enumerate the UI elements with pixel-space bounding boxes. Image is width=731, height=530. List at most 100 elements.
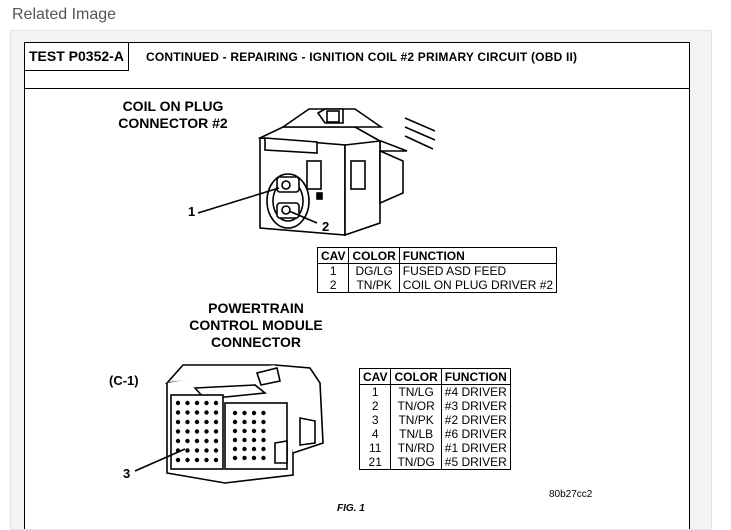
- figure-code: 80b27cc2: [549, 489, 593, 500]
- pcm-pin: [213, 457, 219, 463]
- pcm-label-line-2: CONTROL MODULE: [189, 317, 323, 333]
- cav-cell: 2: [316, 278, 350, 293]
- pcm-pin: [261, 410, 266, 416]
- pcm-pin: [194, 448, 200, 453]
- coil-label-line-2: CONNECTOR #2: [118, 115, 228, 131]
- color-cell: TN/OR: [390, 399, 442, 413]
- pcm-pin: [185, 410, 190, 415]
- pcm-pin: [185, 438, 190, 444]
- function-cell: #6 DRIVER: [440, 427, 511, 441]
- color-cell: TN/PK: [390, 413, 442, 427]
- pcm-pin: [242, 419, 247, 425]
- cav-cell: 11: [358, 441, 392, 455]
- pcm-pin: [194, 419, 200, 425]
- function-cell: COIL ON PLUG DRIVER #2: [398, 278, 558, 293]
- pcm-pin: [213, 419, 219, 425]
- coil-connector-table: CAV COLOR FUNCTION 1 DG/LG FUSED ASD FEE…: [316, 247, 558, 293]
- pcm-pin: [232, 437, 238, 443]
- pcm-pin: [251, 410, 257, 416]
- pcm-pin: [232, 455, 238, 461]
- pcm-pin: [251, 437, 257, 443]
- cav-cell: 1: [358, 384, 392, 399]
- function-cell: #1 DRIVER: [440, 441, 511, 455]
- pcm-pin: [185, 400, 190, 406]
- coil-callout-leaders: [197, 187, 318, 224]
- test-id: TEST P0352-A: [25, 43, 129, 71]
- coil-connector-label: COIL ON PLUG CONNECTOR #2: [109, 98, 237, 132]
- pcm-pin: [185, 419, 190, 425]
- pcm-pin: [242, 446, 247, 452]
- pcm-pin: [185, 448, 190, 453]
- pcm-label-line-1: POWERTRAIN: [208, 300, 304, 316]
- pcm-pin: [242, 410, 247, 416]
- table-row: 1 DG/LG FUSED ASD FEED: [316, 263, 558, 278]
- cav-cell: 21: [358, 455, 392, 470]
- pcm-pin: [251, 428, 257, 434]
- pcm-pin: [213, 448, 219, 453]
- pcm-pin: [185, 429, 190, 434]
- function-cell: #4 DRIVER: [440, 384, 511, 399]
- function-cell: #2 DRIVER: [440, 413, 511, 427]
- color-cell: TN/LG: [390, 384, 442, 399]
- pcm-pin: [175, 410, 181, 415]
- pcm-pin-grid: [175, 400, 266, 463]
- coil-label-line-1: COIL ON PLUG: [122, 98, 224, 114]
- pcm-pin: [194, 457, 200, 463]
- table-row: 2 TN/PK COIL ON PLUG DRIVER #2: [316, 278, 558, 293]
- column-header: COLOR: [390, 368, 442, 385]
- color-cell: TN/DG: [390, 455, 442, 470]
- pcm-pin: [261, 437, 266, 443]
- table-row: 3 TN/PK #2 DRIVER: [358, 413, 511, 427]
- table-row: 2 TN/OR #3 DRIVER: [358, 399, 511, 413]
- diagram-header: TEST P0352-A CONTINUED - REPAIRING - IGN…: [25, 43, 689, 89]
- pcm-pin: [261, 455, 266, 461]
- pcm-pin: [213, 438, 219, 444]
- pcm-pin: [213, 429, 219, 434]
- pcm-pin: [175, 438, 181, 444]
- pcm-pin: [204, 438, 209, 444]
- callout-1: 1: [188, 204, 196, 219]
- column-header: FUNCTION: [440, 368, 511, 385]
- function-cell: #5 DRIVER: [440, 455, 511, 470]
- callout-2: 2: [322, 219, 330, 234]
- pcm-pin: [194, 438, 200, 444]
- pcm-pin: [261, 446, 266, 452]
- pcm-pin: [213, 410, 219, 415]
- color-cell: TN/RD: [390, 441, 442, 455]
- header-title: CONTINUED - REPAIRING - IGNITION COIL #2…: [146, 50, 578, 64]
- related-image-heading: Related Image: [12, 6, 117, 23]
- pcm-table-header: CAV COLOR FUNCTION: [358, 368, 511, 385]
- pcm-pin: [175, 419, 181, 425]
- figure-label: FIG. 1: [337, 503, 365, 514]
- pcm-pin: [194, 400, 200, 406]
- pcm-pin: [242, 428, 247, 434]
- pcm-pin: [204, 429, 209, 434]
- table-row: 1 TN/LG #4 DRIVER: [358, 384, 511, 399]
- cav-cell: 3: [358, 413, 392, 427]
- pcm-pin: [204, 448, 209, 453]
- color-cell: TN/PK: [348, 278, 400, 293]
- pcm-pin: [213, 400, 219, 406]
- color-cell: DG/LG: [348, 263, 400, 278]
- column-header: FUNCTION: [398, 247, 558, 264]
- column-header: CAV: [316, 247, 350, 264]
- cav-cell: 2: [358, 399, 392, 413]
- pcm-pin: [242, 437, 247, 443]
- table-row: 4 TN/LB #6 DRIVER: [358, 427, 511, 441]
- pcm-pin: [194, 410, 200, 415]
- cav-cell: 4: [358, 427, 392, 441]
- pcm-connector-label: POWERTRAIN CONTROL MODULE CONNECTOR: [171, 300, 341, 351]
- pcm-connector-illustration: [165, 364, 324, 484]
- pcm-pin: [232, 419, 238, 425]
- connector-drawings: [134, 108, 436, 484]
- function-cell: FUSED ASD FEED: [398, 263, 558, 278]
- table-row: 21 TN/DG #5 DRIVER: [358, 455, 511, 470]
- function-cell: #3 DRIVER: [440, 399, 511, 413]
- pcm-pin: [204, 457, 209, 463]
- pcm-pin: [232, 410, 238, 416]
- pcm-label-line-3: CONNECTOR: [211, 334, 301, 350]
- pcm-connector-table: CAV COLOR FUNCTION 1 TN/LG #4 DRIVER 2 T…: [358, 368, 511, 470]
- coil-connector-illustration: [257, 108, 436, 237]
- pcm-pin: [194, 429, 200, 434]
- pcm-callout-leader: [134, 448, 186, 472]
